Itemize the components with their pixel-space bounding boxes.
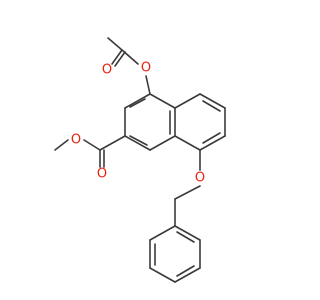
bond-ring-a-double-2 xyxy=(129,135,148,146)
bond-ring-b5 xyxy=(174,135,201,151)
oxygen-label-acetyl: O xyxy=(102,63,112,78)
oxygen-label-ester-single: O xyxy=(71,133,81,148)
oxygen-label-acetate-bridge: O xyxy=(141,61,151,76)
bond-ph6 xyxy=(174,225,201,241)
molecule-structure: O O O O O xyxy=(54,37,226,283)
bond-ph-double-2 xyxy=(176,265,195,277)
bond-ring-a1 xyxy=(124,93,151,109)
bond-ring-b1 xyxy=(174,93,201,109)
atom-labels: O O O O O xyxy=(71,61,205,186)
bond-acetyl-carbonyl xyxy=(111,49,123,65)
bond-ph4 xyxy=(174,267,201,283)
bond-ring-b2 xyxy=(199,93,226,109)
bond-o-ring xyxy=(145,75,151,95)
bond-ph-double-3 xyxy=(176,231,195,243)
bonds xyxy=(54,37,226,283)
oxygen-label-ester-carbonyl: O xyxy=(97,167,107,182)
bond-ring-a-double-1 xyxy=(129,98,146,108)
bond-acetyl-ester-o xyxy=(121,49,139,65)
molecule-canvas: O O O O O xyxy=(54,37,226,283)
bond-ph3 xyxy=(149,267,176,283)
bond-ester-methyl xyxy=(54,139,69,151)
bond-ring-b-double-2 xyxy=(202,132,221,144)
bond-ester-o xyxy=(83,139,101,151)
bond-ph1 xyxy=(149,225,176,241)
bond-o-ch2 xyxy=(174,185,201,200)
bond-acetyl-methyl xyxy=(107,37,123,51)
oxygen-label-benzyloxy: O xyxy=(195,171,205,186)
bond-ring-b-double-1 xyxy=(202,100,221,112)
bond-acetyl-carbonyl-double xyxy=(114,51,126,67)
bond-ring-b4 xyxy=(199,135,226,151)
bond-ring-a4 xyxy=(149,135,176,151)
bond-ring-a3 xyxy=(124,135,151,151)
bond-ring-a6 xyxy=(149,93,176,109)
bond-ring-ester-c xyxy=(99,135,126,151)
